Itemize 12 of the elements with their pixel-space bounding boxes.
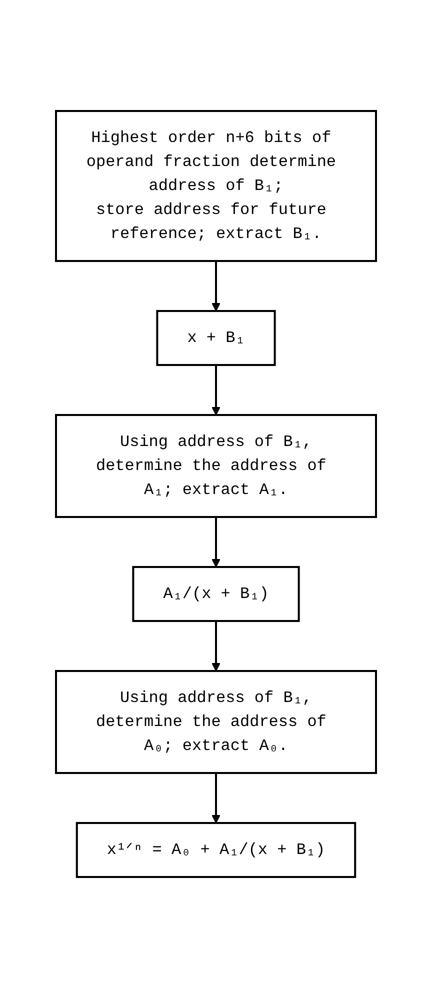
flowchart: Highest order n+6 bits of operand fraction determine address of B₁; store address for future reference; extract B₁. x + B₁ Using address of B₁, determine the address of A₁; extract A₁. A₁/(x + B₁) Using address of B₁, determine the address of A₀; extract A₀. x¹ᐟⁿ = A₀ + A₁/(x + B₁) — [48, 0, 384, 988]
node-box — [132, 566, 300, 622]
node-box — [54, 670, 376, 774]
node-box — [54, 414, 376, 518]
arrow — [211, 261, 220, 312]
node-box — [54, 110, 376, 262]
arrow — [211, 773, 220, 824]
arrow — [211, 621, 220, 672]
node-box — [156, 310, 276, 366]
arrow — [211, 365, 220, 416]
arrow — [211, 517, 220, 568]
node-box — [75, 822, 356, 878]
